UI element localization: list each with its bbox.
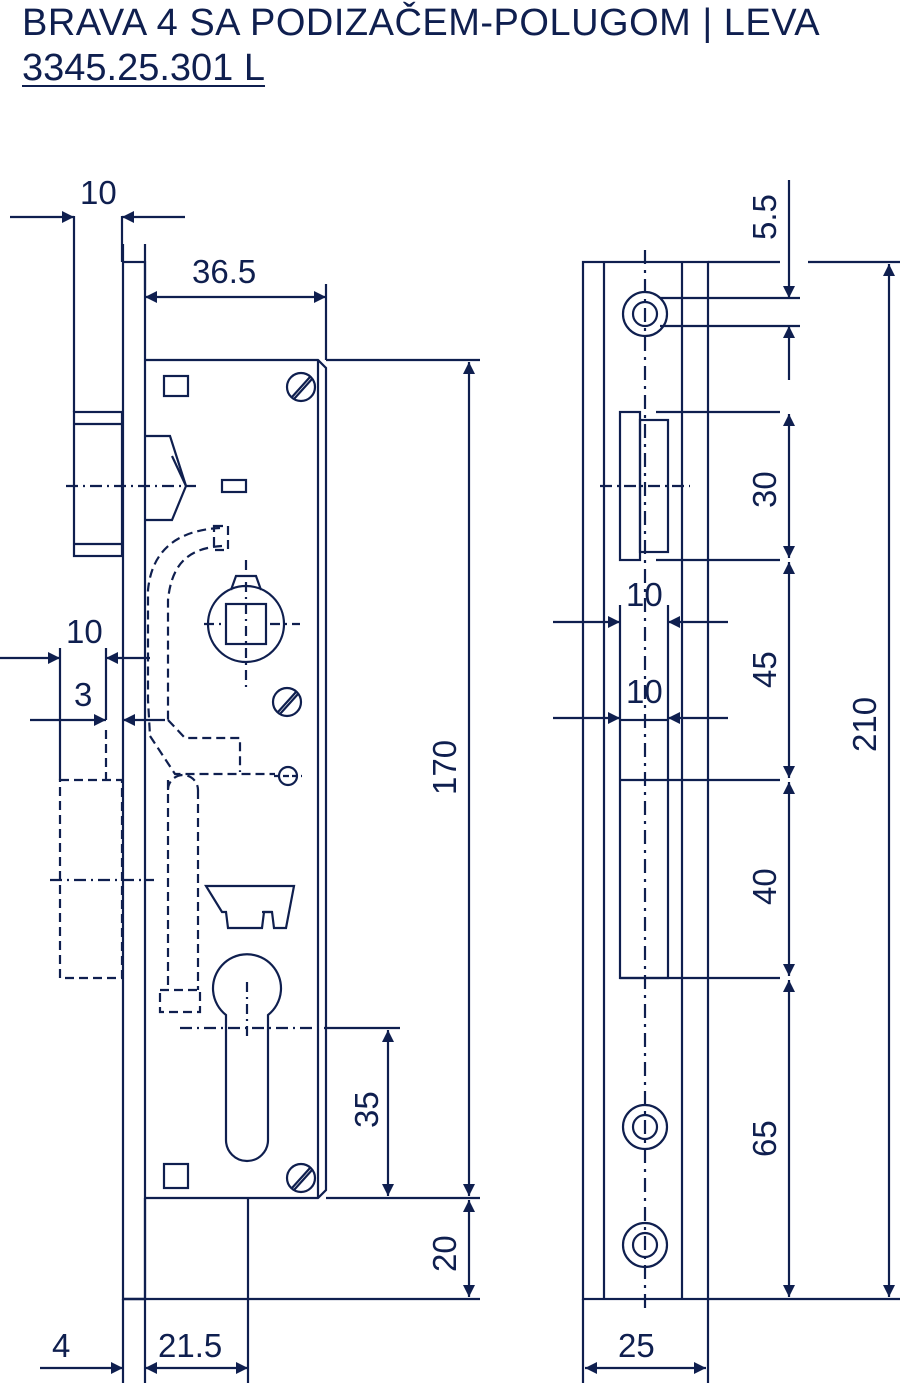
dim-latch-offset: 3 — [74, 676, 92, 713]
dim-gap: 45 — [746, 651, 783, 688]
drawing-title: BRAVA 4 SA PODIZAČEM-POLUGOM | LEVA — [22, 2, 821, 44]
dim-front-offset: 4 — [52, 1327, 70, 1364]
dim-case-height: 170 — [426, 740, 463, 795]
dim-bolt-travel: 10 — [66, 613, 103, 650]
dim-slot-2: 40 — [746, 868, 783, 905]
dim-case-offset: 36.5 — [192, 253, 256, 290]
dim-slot-1: 30 — [746, 471, 783, 508]
dim-front-plate: 10 — [80, 174, 117, 211]
faceplate-front-view — [581, 250, 900, 1383]
dim-screw-top: 5.5 — [746, 194, 783, 240]
dim-total-height: 210 — [846, 697, 883, 752]
dim-backset: 35 — [348, 1091, 385, 1128]
dim-lower: 65 — [746, 1120, 783, 1157]
dim-bottom-width: 21.5 — [158, 1327, 222, 1364]
lock-side-view — [50, 216, 480, 1383]
dim-plate-width: 25 — [618, 1327, 655, 1364]
product-code: 3345.25.301 L — [22, 47, 266, 89]
dim-slot-gap-2: 10 — [626, 673, 663, 710]
dim-slot-gap-1: 10 — [626, 576, 663, 613]
dim-bottom-offset: 20 — [426, 1235, 463, 1272]
